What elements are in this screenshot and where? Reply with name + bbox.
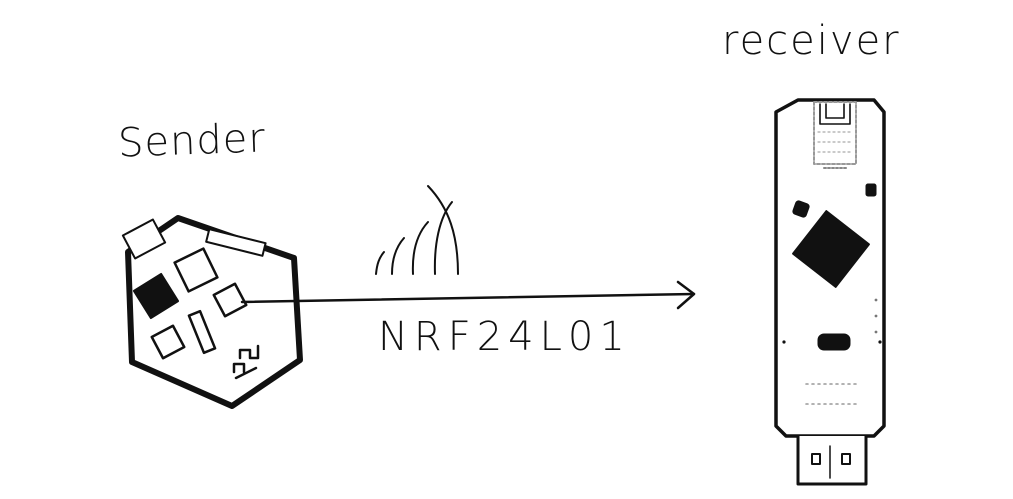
sender-label: Sender: [117, 115, 267, 167]
wireless-signal-icon: [375, 185, 459, 275]
usb-receiver-icon: [774, 98, 886, 486]
sender-board-icon: [121, 215, 303, 409]
link-label: NRF24L01: [378, 314, 631, 360]
arrow-right-icon: [240, 280, 696, 310]
receiver-label: receiver: [722, 18, 901, 64]
